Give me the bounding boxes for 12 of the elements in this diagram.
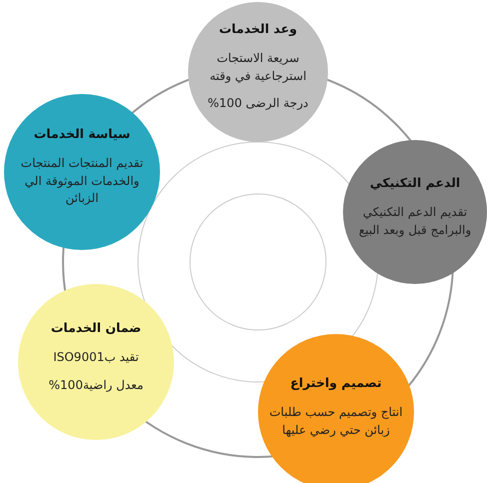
node-title: تصميم واختراع [290, 375, 382, 390]
node-text: تقديم الدعم التكنيكي والبرامج قبل وبعد البيع [358, 204, 472, 239]
node-title: الدعم التكنيكي [370, 175, 460, 190]
node-text: تقيد بISO9001 [53, 349, 139, 366]
node-text: معدل راضية100% [48, 376, 144, 394]
node-title: ضمان الخدمات [50, 320, 142, 336]
node-text: سريعة الاستجات استرجاعية في وقته [208, 50, 308, 85]
node-text: درجة الرضى 100% [208, 95, 308, 112]
node-text: تقديم المنتجات المنتجات والخدمات الموثوقة الي الزبائن [20, 155, 144, 208]
node-title: سياسة الخدمات [34, 126, 130, 142]
node-title: وعد الخدمات [218, 21, 298, 36]
node-text: انتاج وتصميم حسب طلبات زبائن حتي رضي عليها [268, 404, 404, 439]
